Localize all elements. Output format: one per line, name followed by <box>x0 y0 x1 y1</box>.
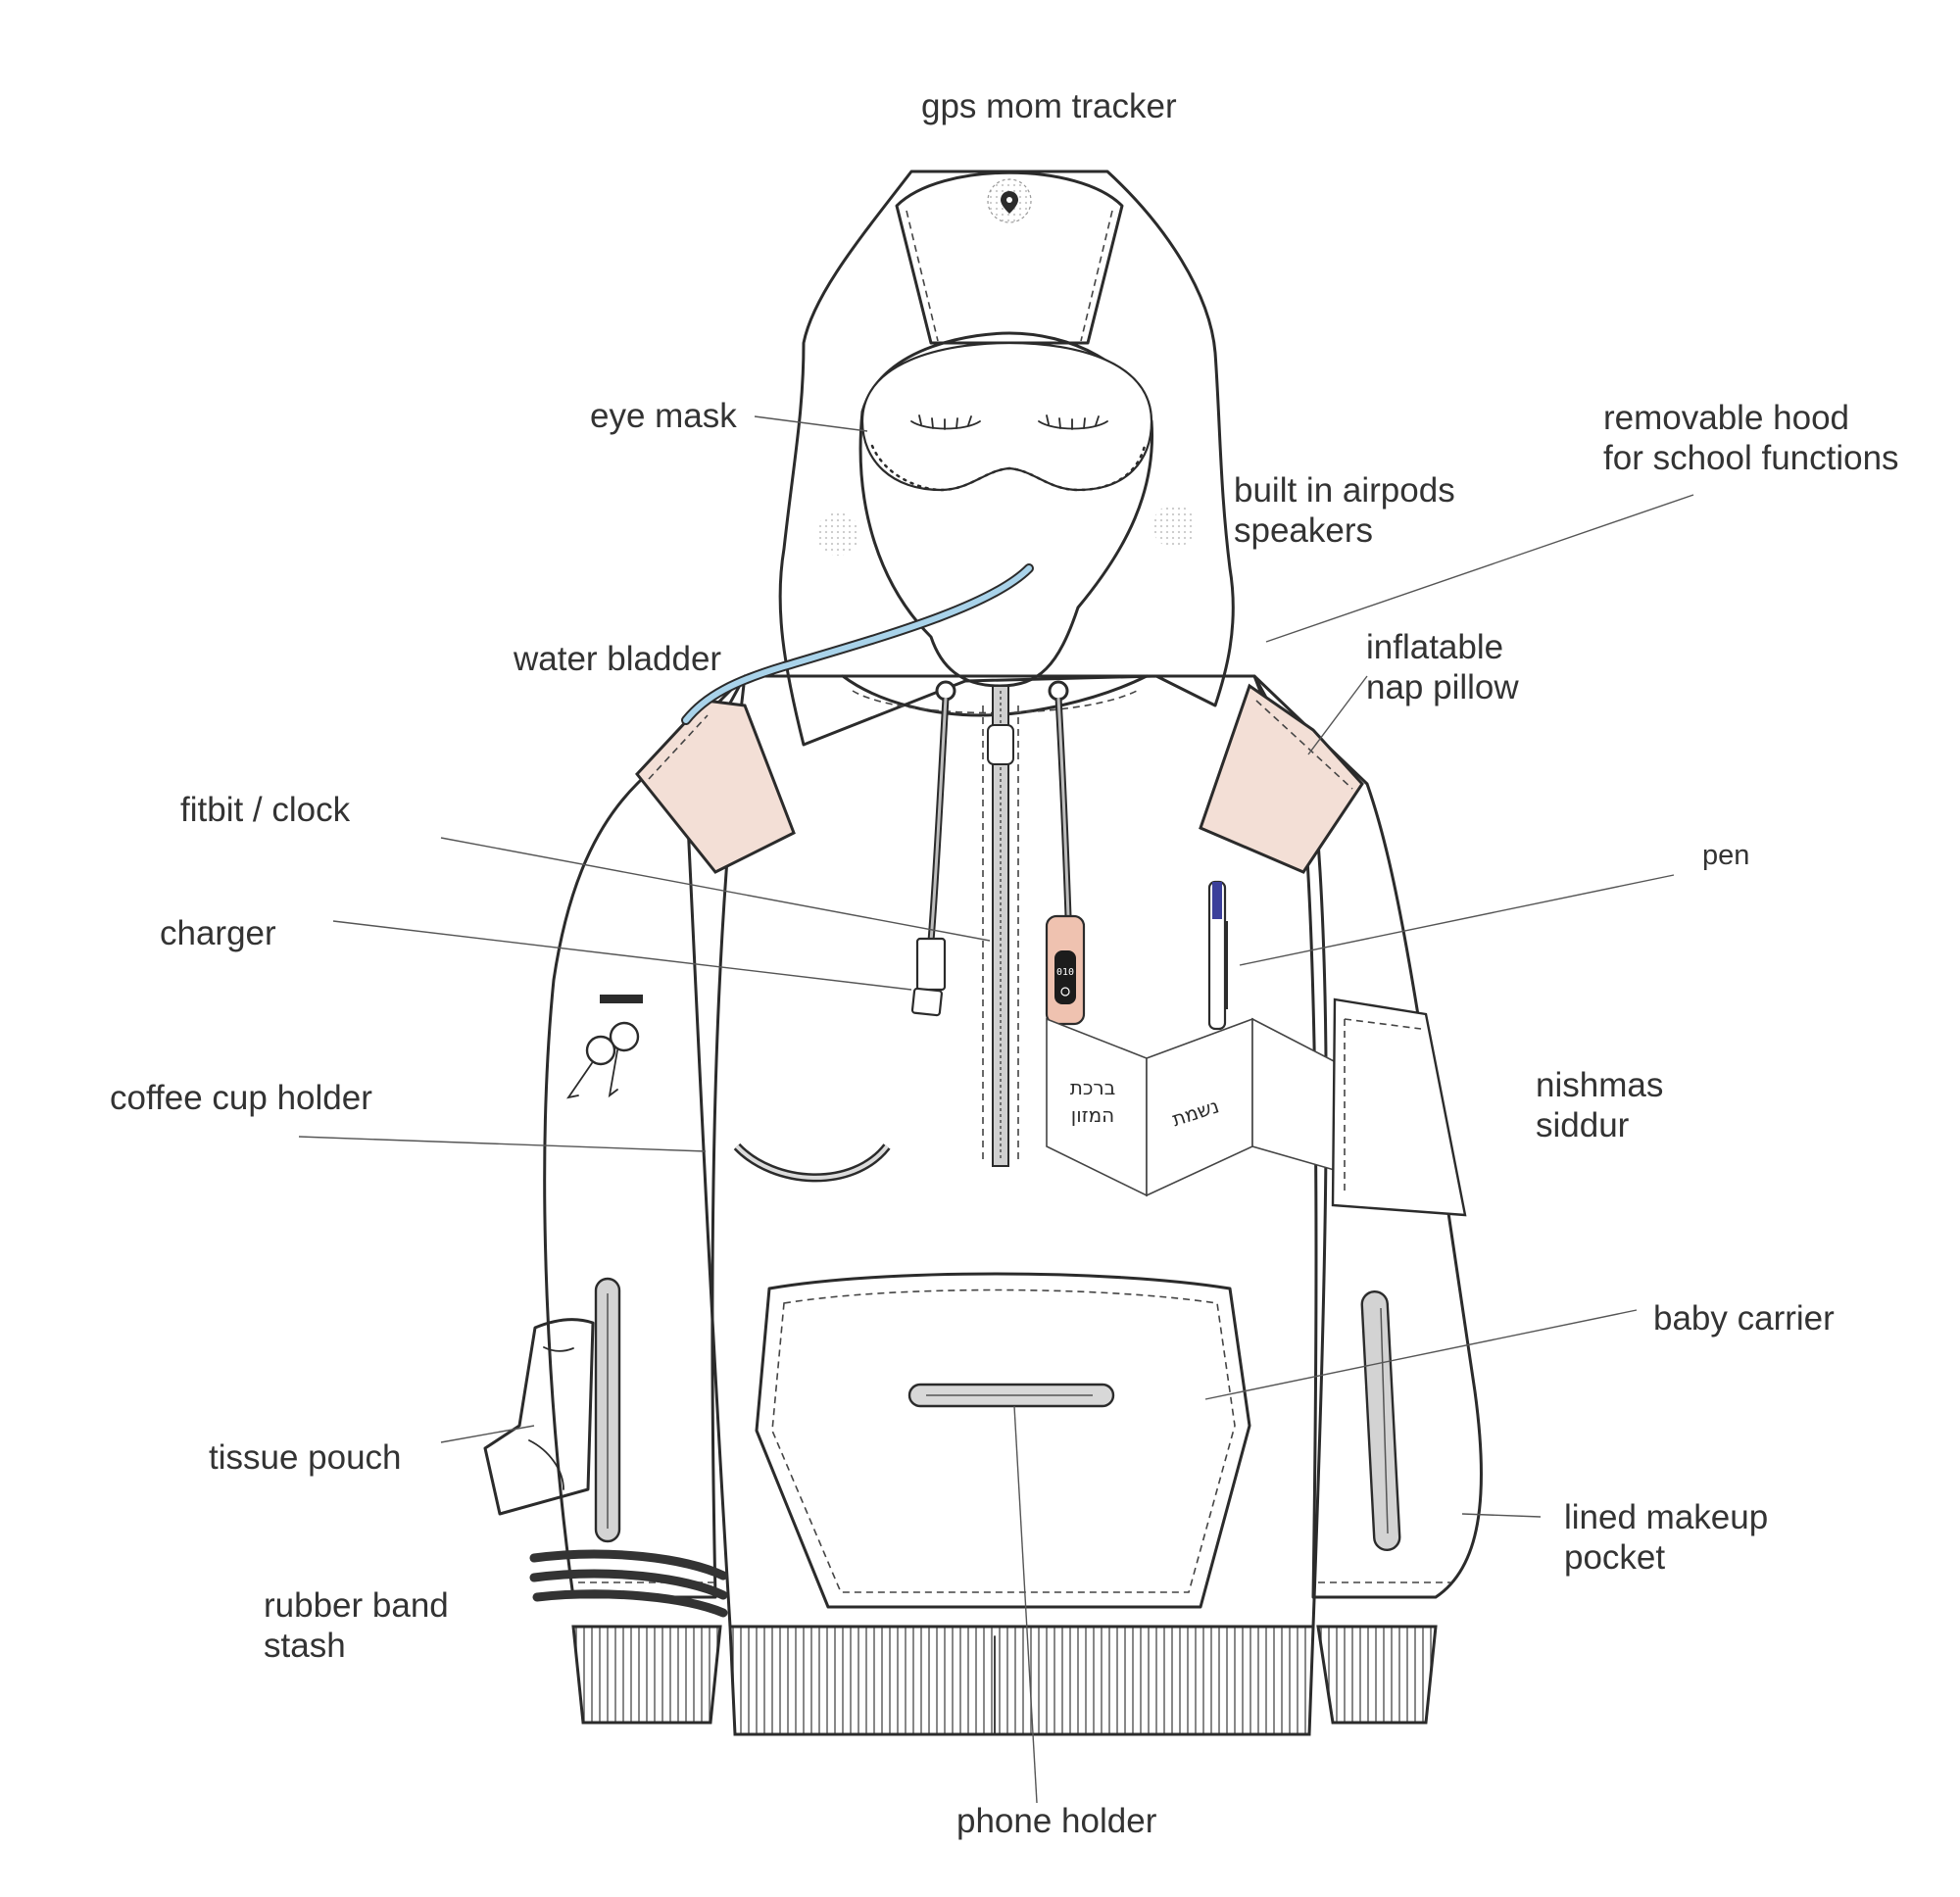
rubber-band-stash <box>529 1549 728 1618</box>
label-rubber-band-stash: rubber band stash <box>264 1586 449 1665</box>
eye-mask <box>860 341 1153 492</box>
right-cuff <box>1316 1625 1438 1725</box>
front-zipper <box>982 685 1019 1167</box>
label-charger: charger <box>160 914 276 952</box>
drawstrings <box>927 680 1072 942</box>
water-bladder-tube <box>681 563 1034 725</box>
gps-tracker <box>987 178 1032 223</box>
keys <box>566 995 643 1099</box>
label-fitbit-clock: fitbit / clock <box>180 791 351 829</box>
label-baby-carrier: baby carrier <box>1653 1299 1835 1338</box>
label-removable-hood: removable hood for school functions <box>1603 399 1899 477</box>
phone-holder <box>907 1383 1115 1408</box>
label-pen: pen <box>1702 840 1750 871</box>
leader-lines <box>298 415 1694 1804</box>
left-cuff <box>571 1625 722 1725</box>
charger <box>910 937 947 1017</box>
label-nishmas-siddur: nishmas siddur <box>1536 1066 1664 1144</box>
label-water-bladder: water bladder <box>514 640 722 678</box>
label-tissue-pouch: tissue pouch <box>209 1438 402 1477</box>
fitbit-clock: 010 <box>1045 914 1086 1026</box>
label-lined-makeup-pocket: lined makeup pocket <box>1564 1498 1769 1577</box>
label-built-in-airpods: built in airpods speakers <box>1234 471 1455 550</box>
baby-carrier-pocket <box>755 1272 1251 1609</box>
airpods-speakers <box>816 505 1196 556</box>
label-eye-mask: eye mask <box>590 397 737 435</box>
lined-makeup-pocket <box>1360 1289 1401 1552</box>
booklet-text-left-1: ברכת <box>1070 1076 1116 1099</box>
tissue-pouch <box>483 1318 595 1516</box>
coffee-cup-holder <box>733 1143 891 1183</box>
hem-rib <box>728 1625 1315 1736</box>
siddur-pocket <box>1331 997 1467 1217</box>
hood <box>778 170 1235 747</box>
pen <box>1207 880 1228 1031</box>
booklet-text-left-2: המזון <box>1071 1103 1114 1127</box>
label-inflatable-nap-pillow: inflatable nap pillow <box>1366 628 1519 706</box>
left-makeup-zip-pocket <box>594 1277 621 1543</box>
label-coffee-cup-holder: coffee cup holder <box>110 1079 372 1117</box>
label-gps-mom-tracker: gps mom tracker <box>921 87 1177 125</box>
left-sleeve <box>543 674 747 1599</box>
fitbit-display: 010 <box>1056 967 1074 978</box>
nishmas-siddur-booklet: ברכת המזון נשמת <box>1046 1017 1339 1197</box>
label-phone-holder: phone holder <box>956 1802 1157 1840</box>
